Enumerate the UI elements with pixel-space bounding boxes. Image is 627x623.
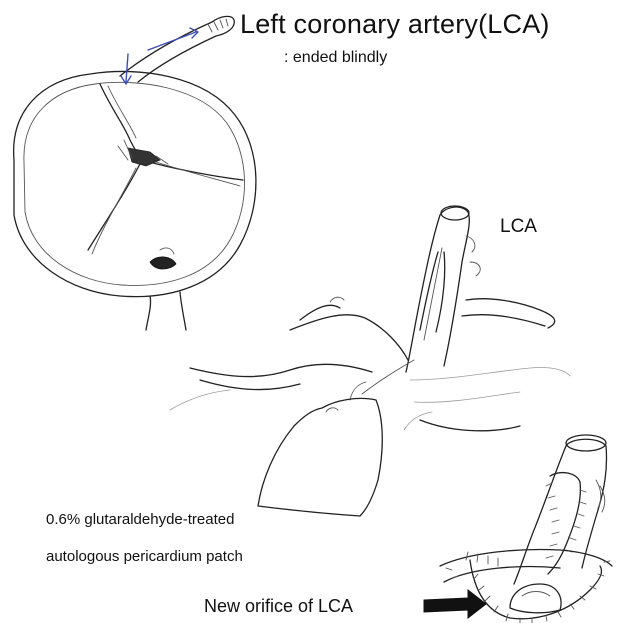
lca-subtitle-label: : ended blindly [284, 49, 387, 67]
orifice-label: New orifice of LCA [204, 596, 353, 617]
patch-label-line2: autologous pericardium patch [46, 548, 243, 565]
lca-label: LCA [500, 216, 537, 238]
patch-label-line1: 0.6% glutaraldehyde-treated [46, 511, 234, 528]
lca-exposure-view [170, 206, 570, 516]
lca-title-label: Left coronary artery(LCA) [240, 9, 550, 40]
reconstructed-orifice-view [424, 435, 612, 623]
aortic-root-top-view [14, 16, 256, 330]
